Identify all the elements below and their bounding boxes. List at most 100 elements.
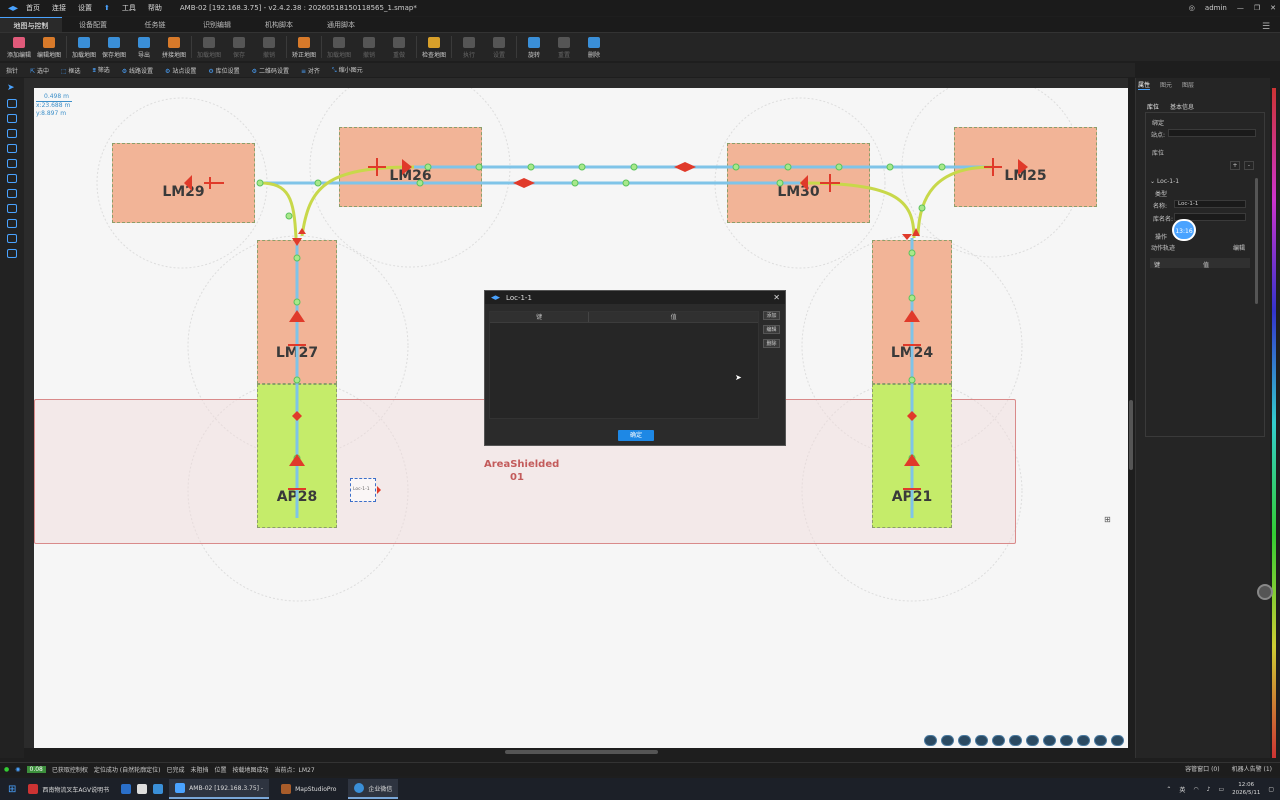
- close-icon[interactable]: ✕: [1270, 4, 1276, 12]
- toolbar-button[interactable]: 加载地图: [324, 33, 354, 61]
- toolbar-button[interactable]: 重做: [384, 33, 414, 61]
- line-icon[interactable]: [7, 114, 17, 123]
- tree-item-loc[interactable]: ⌄ Loc-1-1: [1150, 178, 1180, 185]
- tab-recognition-edit[interactable]: 识别编辑: [203, 21, 231, 29]
- view-control-icon[interactable]: [1060, 735, 1073, 746]
- toolbar-button[interactable]: 删除: [579, 33, 609, 61]
- toolbar-button[interactable]: 设置: [484, 33, 514, 61]
- node-icon[interactable]: [7, 249, 17, 258]
- menu-connect[interactable]: 连接: [52, 4, 66, 12]
- timer-badge[interactable]: 13:16: [1172, 219, 1196, 241]
- remove-location-button[interactable]: -: [1244, 161, 1254, 170]
- horizontal-scrollbar[interactable]: [505, 750, 658, 754]
- curve-icon[interactable]: [7, 144, 17, 153]
- network-icon[interactable]: ◠: [1193, 785, 1199, 793]
- view-control-icon[interactable]: [1043, 735, 1056, 746]
- cursor-icon[interactable]: ➤: [7, 83, 15, 93]
- zone-lm29[interactable]: LM29: [112, 143, 255, 223]
- toolbar-button[interactable]: 检查地图: [419, 33, 449, 61]
- toolbar-button[interactable]: 执行: [454, 33, 484, 61]
- tab-map-control[interactable]: 地图与控制: [0, 17, 62, 32]
- site-settings-tool[interactable]: ⚙ 站点设置: [165, 67, 197, 75]
- toolbar-button[interactable]: 添加编辑: [4, 33, 34, 61]
- action-col-key[interactable]: 键: [1154, 262, 1161, 269]
- task-pdf[interactable]: 西南物流叉车AGV说明书: [22, 779, 115, 799]
- settings-icon[interactable]: ☰: [1262, 22, 1271, 32]
- notification-icon[interactable]: ▢: [1268, 785, 1274, 793]
- box-select-tool[interactable]: ⬚ 框选: [60, 67, 81, 75]
- toolbar-button[interactable]: 加载地图: [69, 33, 99, 61]
- add-location-button[interactable]: +: [1230, 161, 1240, 170]
- view-control-icon[interactable]: [1077, 735, 1090, 746]
- shrink-elements-tool[interactable]: ⤡ 缩小图元: [331, 67, 363, 74]
- name-input[interactable]: Loc-1-1: [1174, 200, 1246, 208]
- pointer-tool[interactable]: 指针: [6, 67, 19, 75]
- libname-input[interactable]: [1174, 213, 1246, 221]
- file-icon[interactable]: [137, 784, 148, 794]
- menu-home[interactable]: 首页: [26, 4, 40, 12]
- assistant-avatar[interactable]: [1257, 584, 1273, 600]
- toolbar-button[interactable]: 保存: [224, 33, 254, 61]
- subtab-basic-info[interactable]: 基本信息: [1170, 104, 1195, 111]
- toolbar-button[interactable]: 撤销: [354, 33, 384, 61]
- grid-icon[interactable]: [7, 174, 17, 183]
- loc-marker[interactable]: Loc-1-1: [350, 478, 376, 502]
- view-control-icon[interactable]: [924, 735, 937, 746]
- view-control-icon[interactable]: [1026, 735, 1039, 746]
- toolbar-button[interactable]: 加载地图: [194, 33, 224, 61]
- minimize-icon[interactable]: —: [1236, 4, 1244, 12]
- vertical-scrollbar[interactable]: [1129, 400, 1133, 470]
- tab-properties[interactable]: 属性: [1138, 82, 1151, 90]
- toolbar-button[interactable]: 矫正地图: [289, 33, 319, 61]
- clock[interactable]: 12:06 2026/5/11: [1232, 781, 1260, 797]
- user-icon[interactable]: ◎: [1188, 4, 1195, 12]
- location-settings-tool[interactable]: ⚙ 库位设置: [208, 67, 240, 75]
- restore-icon[interactable]: ❐: [1253, 4, 1261, 12]
- line-settings-tool[interactable]: ⚙ 线路设置: [121, 67, 154, 75]
- view-control-icon[interactable]: [941, 735, 954, 746]
- tag-icon[interactable]: [7, 219, 17, 228]
- filter-tool[interactable]: ⩩ 筛选: [92, 67, 110, 74]
- menu-settings[interactable]: 设置: [78, 4, 92, 12]
- shelf-icon[interactable]: [7, 189, 17, 198]
- windows-start-icon[interactable]: ⊞: [8, 783, 17, 795]
- view-control-icon[interactable]: [1009, 735, 1022, 746]
- log-window-button[interactable]: 容管窗口 (0): [1185, 766, 1220, 773]
- task-wecom[interactable]: 企业微信: [348, 779, 399, 799]
- dialog-delete-button[interactable]: 删除: [763, 339, 780, 348]
- tab-mechanism-script[interactable]: 机构脚本: [265, 21, 293, 29]
- dialog-edit-button[interactable]: 编辑: [763, 325, 780, 334]
- subtab-location[interactable]: 库位: [1147, 104, 1160, 111]
- task-mapstudio[interactable]: MapStudioPro: [275, 779, 342, 799]
- tray-expand-icon[interactable]: ⌃: [1166, 785, 1172, 793]
- panel-scrollbar[interactable]: [1255, 178, 1258, 304]
- task-amb[interactable]: AMB-02 [192.168.3.75] -: [169, 779, 270, 799]
- view-control-icon[interactable]: [1094, 735, 1107, 746]
- toolbar-button[interactable]: 旋转: [519, 33, 549, 61]
- qr-settings-tool[interactable]: ⚙ 二维码设置: [251, 67, 289, 75]
- robot-alarm-button[interactable]: 机器人告警 (1): [1231, 766, 1272, 773]
- action-col-value[interactable]: 值: [1203, 262, 1210, 269]
- toolbar-button[interactable]: 撤销: [254, 33, 284, 61]
- dialog-ok-button[interactable]: 确定: [618, 430, 654, 441]
- tab-elements[interactable]: 图元: [1160, 82, 1173, 89]
- view-control-icon[interactable]: [1111, 735, 1124, 746]
- view-control-icon[interactable]: [975, 735, 988, 746]
- rect-icon[interactable]: [7, 159, 17, 168]
- tab-device-config[interactable]: 设备配置: [79, 21, 107, 29]
- toolbar-button[interactable]: 编辑地图: [34, 33, 64, 61]
- tab-general-script[interactable]: 通用脚本: [327, 21, 355, 29]
- tab-layers[interactable]: 图层: [1182, 82, 1195, 89]
- col-value[interactable]: 值: [670, 314, 677, 321]
- marker-icon[interactable]: [7, 129, 17, 138]
- toolbar-button[interactable]: 重置: [549, 33, 579, 61]
- col-key[interactable]: 键: [490, 312, 590, 322]
- toolbar-button[interactable]: 导出: [129, 33, 159, 61]
- computer-icon[interactable]: [153, 784, 164, 794]
- menu-tools[interactable]: 工具: [121, 4, 136, 12]
- tab-task-chain[interactable]: 任务链: [144, 21, 166, 29]
- align-tool[interactable]: ≡ 对齐: [300, 67, 320, 75]
- eraser-icon[interactable]: [7, 99, 17, 108]
- battery-icon[interactable]: ▭: [1218, 785, 1225, 793]
- dialog-close-icon[interactable]: ✕: [773, 293, 780, 302]
